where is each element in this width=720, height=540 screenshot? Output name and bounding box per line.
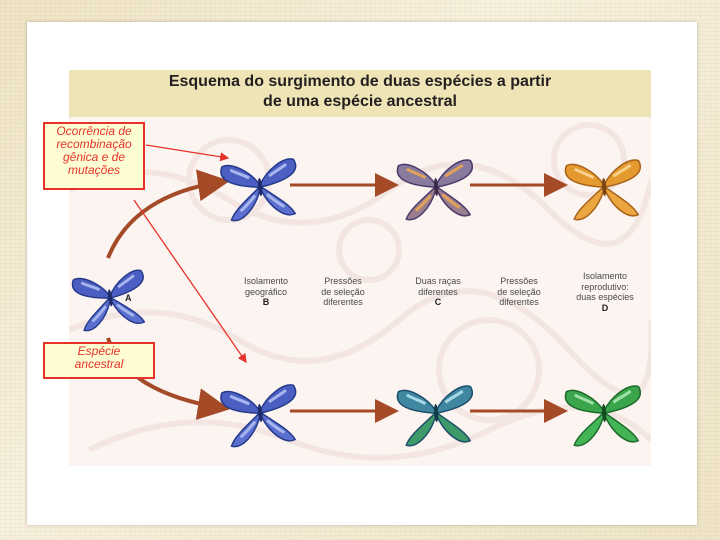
butterfly-bottom-c: [395, 384, 478, 448]
callout-ancestral-species: Espécie ancestral: [43, 342, 155, 379]
label-isolamento-reprodutivo: Isolamento reprodutivo: duas espécies D: [565, 271, 645, 313]
label-line: diferentes: [499, 297, 539, 307]
label-pressoes-2: Pressões de seleção diferentes: [479, 276, 559, 308]
label-line: diferentes: [323, 297, 363, 307]
callout-top-line-1: Ocorrência de: [56, 124, 132, 138]
label-line: Pressões: [500, 276, 538, 286]
label-line: de seleção: [321, 286, 365, 297]
title-band: [69, 70, 651, 117]
branch-arrow-top: [106, 169, 230, 259]
callout-top-line-2: recombinação: [56, 137, 132, 151]
butterfly-ancestral-a: [70, 268, 152, 334]
callout-recombination: Ocorrência de recombinação gênica e de m…: [43, 122, 145, 190]
label-isolamento-geografico: Isolamento geográfico B: [226, 276, 306, 308]
butterfly-top-d: [563, 158, 646, 222]
label-line: Pressões: [324, 276, 362, 286]
butterfly-top-c: [395, 158, 478, 222]
label-line: Duas raças: [415, 276, 461, 286]
title-line-1: Esquema do surgimento de duas espécies a…: [168, 73, 552, 90]
butterfly-top-b: [218, 156, 303, 224]
label-line: duas espécies: [576, 292, 634, 302]
label-line: Isolamento: [582, 271, 628, 281]
label-line: diferentes: [418, 286, 458, 297]
label-line: geográfico: [244, 286, 288, 297]
label-a: A: [125, 293, 132, 303]
label-pressoes-1: Pressões de seleção diferentes: [303, 276, 383, 308]
diagram-title: Esquema do surgimento de duas espécies a…: [69, 72, 651, 112]
callout-bottom-line-2: ancestral: [74, 357, 124, 371]
label-b: B: [262, 297, 270, 307]
butterfly-bottom-b: [218, 382, 303, 450]
callout-top-line-3: gênica e de: [62, 150, 126, 164]
callout-bottom-line-1: Espécie: [77, 344, 121, 358]
label-line: Isolamento: [243, 276, 289, 286]
callout-top-line-4: mutações: [67, 163, 121, 177]
label-line: de seleção: [497, 286, 541, 297]
label-d: D: [601, 302, 609, 313]
butterfly-bottom-d: [563, 384, 646, 448]
callout-line-1: [145, 144, 230, 162]
label-duas-racas: Duas raças diferentes C: [398, 276, 478, 308]
title-line-2: de uma espécie ancestral: [263, 93, 457, 110]
callout-line-2: [133, 199, 247, 364]
label-line: reprodutivo:: [581, 281, 629, 292]
label-c: C: [434, 297, 442, 307]
